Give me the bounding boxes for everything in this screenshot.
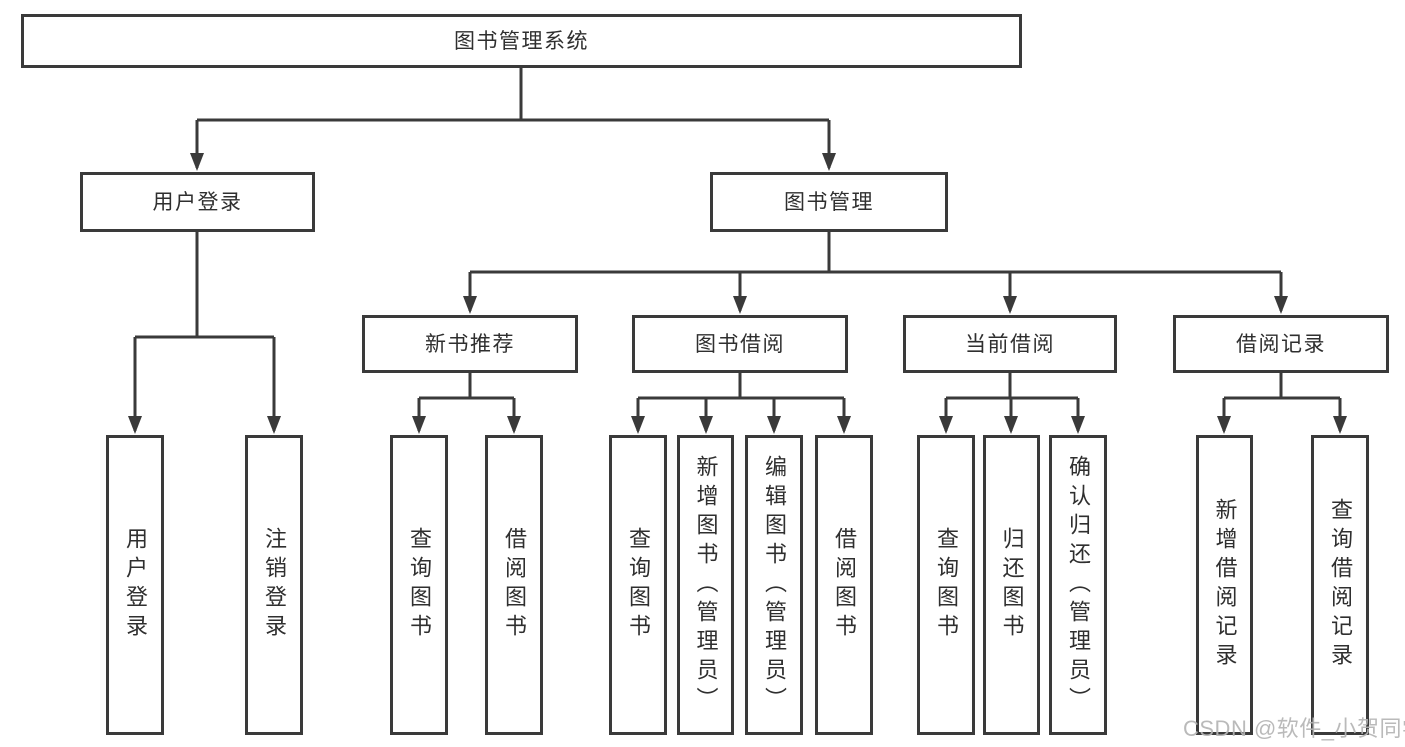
- node-root-system: 图书管理系统: [21, 14, 1022, 68]
- node-leaf-br-query-record: 查询借阅记录: [1311, 435, 1369, 735]
- arrow-down-icon: [822, 153, 836, 171]
- arrow-down-icon: [267, 416, 281, 434]
- arrow-down-icon: [507, 416, 521, 434]
- node-leaf-bb-add-books-admin: 新增图书（管理员）: [677, 435, 734, 735]
- node-label: 注销登录: [262, 527, 287, 643]
- arrow-down-icon: [733, 296, 747, 314]
- node-user-login: 用户登录: [80, 172, 315, 232]
- node-label: 图书管理系统: [454, 29, 589, 53]
- node-leaf-cb-return-books: 归还图书: [983, 435, 1040, 735]
- node-label: 用户登录: [152, 190, 243, 214]
- node-label: 新增借阅记录: [1212, 498, 1238, 672]
- node-leaf-bb-borrow-books: 借阅图书: [815, 435, 873, 735]
- node-label: 查询借阅记录: [1328, 498, 1353, 672]
- arrow-down-icon: [1071, 416, 1085, 434]
- node-label: 用户登录: [123, 527, 148, 643]
- arrow-down-icon: [412, 416, 426, 434]
- arrow-down-icon: [837, 416, 851, 434]
- node-leaf-rec-query-books: 查询图书: [390, 435, 448, 735]
- node-label: 借阅图书: [832, 527, 857, 643]
- arrow-down-icon: [767, 416, 781, 434]
- node-label: 编辑图书（管理员）: [762, 454, 787, 716]
- node-label: 确认归还（管理员）: [1066, 454, 1091, 716]
- node-leaf-logout: 注销登录: [245, 435, 303, 735]
- node-current-borrowing: 当前借阅: [903, 315, 1117, 373]
- node-leaf-rec-borrow-books: 借阅图书: [485, 435, 543, 735]
- node-label: 查询图书: [407, 527, 432, 643]
- node-leaf-cb-confirm-return-admin: 确认归还（管理员）: [1049, 435, 1107, 735]
- node-label: 查询图书: [626, 527, 651, 643]
- arrow-down-icon: [463, 296, 477, 314]
- node-label: 借阅记录: [1236, 332, 1326, 356]
- node-label: 当前借阅: [965, 332, 1055, 356]
- arrow-down-icon: [1217, 416, 1231, 434]
- arrow-down-icon: [631, 416, 645, 434]
- node-label: 图书管理: [784, 190, 874, 214]
- node-label: 查询图书: [934, 527, 959, 643]
- node-label: 新书推荐: [425, 332, 515, 356]
- arrow-down-icon: [939, 416, 953, 434]
- node-label: 归还图书: [999, 527, 1025, 643]
- connector-lines: [133, 68, 1342, 431]
- node-new-book-recommend: 新书推荐: [362, 315, 578, 373]
- node-leaf-bb-query-books: 查询图书: [609, 435, 667, 735]
- node-label: 新增图书（管理员）: [693, 454, 719, 716]
- arrow-down-icon: [1274, 296, 1288, 314]
- arrow-down-icon: [1003, 296, 1017, 314]
- arrow-down-icon: [1333, 416, 1347, 434]
- node-leaf-user-login: 用户登录: [106, 435, 164, 735]
- arrow-down-icon: [190, 153, 204, 171]
- node-label: 图书借阅: [695, 332, 785, 356]
- node-borrowing-records: 借阅记录: [1173, 315, 1389, 373]
- arrowheads: [128, 153, 1347, 434]
- arrow-down-icon: [699, 416, 713, 434]
- node-label: 借阅图书: [502, 527, 527, 643]
- node-leaf-br-add-record: 新增借阅记录: [1196, 435, 1253, 735]
- node-book-management: 图书管理: [710, 172, 948, 232]
- arrow-down-icon: [1004, 416, 1018, 434]
- csdn-watermark: CSDN @软件_小贺同学: [1183, 716, 1405, 741]
- arrow-down-icon: [128, 416, 142, 434]
- node-leaf-cb-query-books: 查询图书: [917, 435, 975, 735]
- node-book-borrowing: 图书借阅: [632, 315, 848, 373]
- node-leaf-bb-edit-books-admin: 编辑图书（管理员）: [745, 435, 803, 735]
